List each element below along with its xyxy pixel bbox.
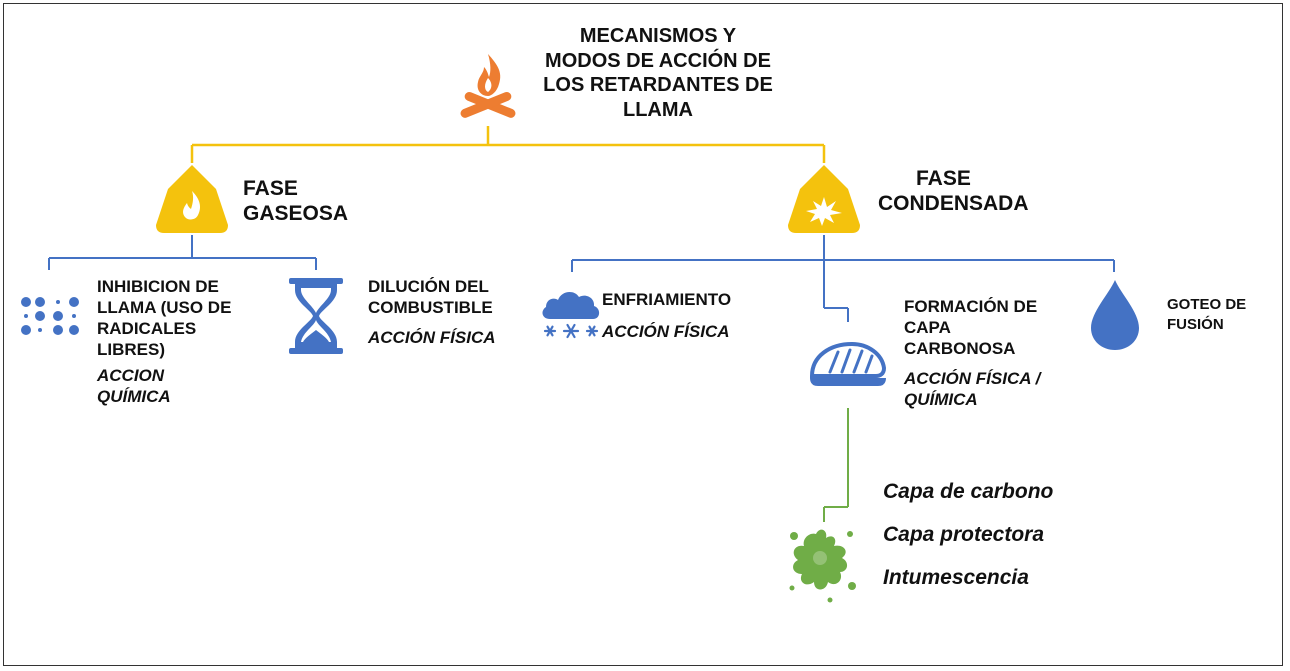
carbon-layer-action: QUÍMICA <box>904 390 978 409</box>
campfire-icon <box>460 54 516 118</box>
title-line: MECANISMOS Y <box>579 25 737 47</box>
sub-item-intumescence: Intumescencia <box>883 566 1029 589</box>
condensed-phase-line: CONDENSADA <box>878 192 1029 215</box>
flame-warning-icon <box>156 165 228 233</box>
melt-drip-line: GOTEO DE <box>1167 296 1247 313</box>
carbon-layer-line: FORMACIÓN DE <box>904 297 1038 316</box>
gas-phase-line: GASEOSA <box>243 202 349 225</box>
title-line: LOS RETARDANTES DE <box>543 74 773 96</box>
sushi-layer-icon <box>809 341 887 386</box>
snow-cloud-icon <box>542 291 600 339</box>
carbon-layer-line: CAPA <box>904 318 951 337</box>
carbon-layer-action: ACCIÓN FÍSICA / <box>904 369 1041 388</box>
inhibition-line: LIBRES) <box>97 340 165 359</box>
inhibition-action: QUÍMICA <box>97 387 171 406</box>
explosion-warning-icon <box>788 165 860 233</box>
sub-item-protective: Capa protectora <box>883 523 1045 546</box>
cooling-label: ENFRIAMIENTO <box>602 290 732 309</box>
hourglass-icon <box>289 278 343 354</box>
dilution-line: DILUCIÓN DEL <box>368 277 489 296</box>
braille-dots-icon <box>21 297 79 335</box>
splat-icon <box>789 529 856 603</box>
water-drop-icon <box>1091 280 1139 350</box>
gas-phase-line: FASE <box>243 177 298 200</box>
dilution-action: ACCIÓN FÍSICA <box>368 328 496 347</box>
diagram-frame <box>3 3 1283 666</box>
condensed-phase-label: FASE CONDENSADA <box>878 166 1029 216</box>
dilution-line: COMBUSTIBLE <box>368 298 493 317</box>
inhibition-line: RADICALES <box>97 319 197 338</box>
diagram-title: MECANISMOS Y MODOS DE ACCIÓN DE LOS RETA… <box>538 24 778 122</box>
title-line: LLAMA <box>623 98 693 121</box>
inhibition-line: INHIBICION DE <box>97 277 219 296</box>
condensed-phase-line: FASE <box>916 167 971 190</box>
inhibition-node: INHIBICION DE LLAMA (USO DE RADICALES LI… <box>97 276 231 407</box>
title-line: MODOS DE ACCIÓN DE <box>545 49 771 72</box>
sub-item-carbon: Capa de carbono <box>883 480 1054 503</box>
inhibition-line: LLAMA (USO DE <box>97 298 232 317</box>
dilution-node: DILUCIÓN DEL COMBUSTIBLE ACCIÓN FÍSICA <box>368 276 496 348</box>
melt-drip-node: GOTEO DE FUSIÓN <box>1167 295 1246 335</box>
carbon-layer-line: CARBONOSA <box>904 339 1016 358</box>
gas-phase-label: FASE GASEOSA <box>243 176 348 226</box>
cooling-action: ACCIÓN FÍSICA <box>602 322 730 341</box>
carbon-layer-node: FORMACIÓN DE CAPA CARBONOSA ACCIÓN FÍSIC… <box>904 296 1040 410</box>
inhibition-action: ACCION <box>97 366 165 385</box>
melt-drip-line: FUSIÓN <box>1167 316 1224 333</box>
